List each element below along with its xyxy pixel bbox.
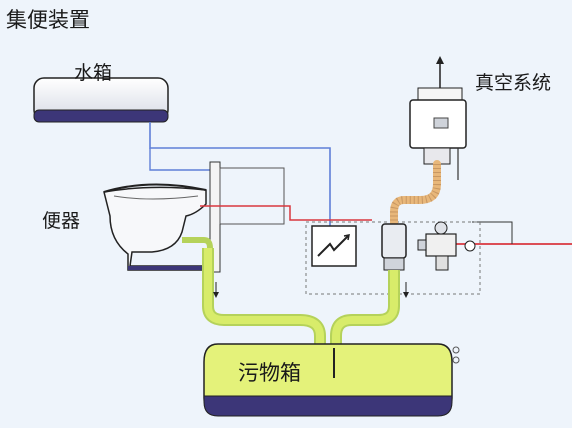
water-tank-label: 水箱 [74, 62, 113, 84]
pneumatic-valve [417, 221, 476, 271]
water-tank [33, 77, 169, 123]
diagram-title: 集便装置 [6, 8, 90, 32]
flow-arrow-left [213, 282, 219, 298]
vacuum-valve [381, 223, 407, 271]
toilet-label: 便器 [42, 210, 81, 232]
waste-tank-label: 污物箱 [238, 361, 301, 385]
control-line [472, 221, 513, 244]
water-line [149, 122, 331, 230]
control-unit [311, 225, 357, 267]
vacuum-system-label: 真空系统 [475, 72, 552, 94]
air-line [200, 205, 372, 221]
waste-pipe-right [330, 270, 400, 346]
flow-arrow-right [403, 282, 409, 298]
toilet-bowl [103, 183, 213, 271]
toilet-mount-bracket [209, 161, 285, 273]
toilet-outlet-pipe [182, 237, 213, 249]
waste-pipe-left [202, 248, 326, 346]
waste-tank [203, 343, 460, 417]
vacuum-system-unit [409, 56, 467, 180]
vacuum-hose [390, 160, 441, 228]
water-line-toilet [149, 148, 214, 171]
